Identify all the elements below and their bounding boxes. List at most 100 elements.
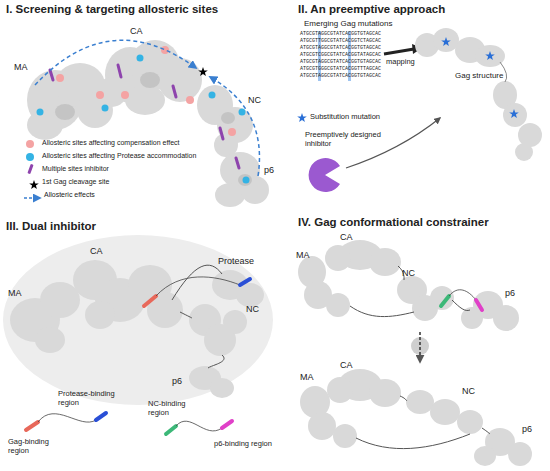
allosteric-site-pink — [186, 96, 194, 104]
panel-title: IV. Gag conformational constrainer — [298, 216, 489, 229]
inhibitor-legend-molecule — [26, 422, 38, 430]
inhibitor-legend-molecule — [38, 414, 96, 422]
constrainer-molecule — [441, 290, 482, 310]
inhibitor-bar — [220, 128, 223, 139]
domain-label: NC — [248, 95, 261, 105]
allosteric-arrow — [35, 40, 259, 176]
domain-label: p6 — [522, 424, 532, 434]
substitution-star — [441, 37, 451, 46]
structure-label: Gag structure — [455, 71, 503, 80]
panel-title: III. Dual inhibitor — [6, 220, 96, 233]
protein-link — [350, 306, 414, 317]
protein-surface — [369, 248, 401, 276]
region-label: NC-binding region — [148, 400, 208, 417]
protein-shading — [140, 72, 160, 88]
legend-text: Substitution mutation — [310, 113, 380, 122]
arrow-label: mapping — [386, 58, 415, 67]
constrainer-molecule — [476, 300, 482, 310]
protein-link — [452, 300, 470, 311]
domain-label: CA — [130, 26, 143, 36]
legend-symbol — [24, 113, 307, 198]
protein-link — [350, 266, 470, 317]
protein-link — [356, 396, 490, 449]
dual-inhibitor — [144, 296, 156, 306]
sequence-heading: Emerging Gag mutations — [304, 19, 393, 28]
inhibitor-shape — [309, 158, 340, 192]
protein-surface — [493, 305, 519, 331]
allosteric-site-blue — [37, 109, 44, 116]
substitution-star — [485, 51, 495, 60]
inhibitor-shape — [309, 158, 340, 192]
protein-shading — [55, 104, 75, 120]
design-arrow — [346, 118, 440, 168]
dual-inhibitor — [240, 279, 250, 285]
domain-label: MA — [296, 250, 310, 260]
constrainer-molecule — [449, 290, 476, 300]
inhibitor-legend-molecule — [176, 421, 222, 431]
domain-label: MA — [8, 288, 22, 298]
legend-text: Allosteric effects — [44, 191, 95, 199]
legend-swatch — [26, 140, 34, 148]
dual-inhibitor — [144, 277, 250, 306]
domain-label: Protease — [218, 256, 254, 266]
dual-inhibitor — [156, 277, 240, 296]
protein-surface — [430, 399, 460, 425]
inhibitor-bar — [118, 65, 121, 77]
protein-surface — [406, 390, 434, 414]
cleavage-site-star — [198, 67, 208, 76]
protein-surface — [326, 293, 350, 317]
legend-swatch — [27, 164, 33, 174]
allosteric-site-blue — [209, 92, 216, 99]
protein-surface — [433, 28, 459, 52]
protein-link — [172, 265, 222, 300]
protein-surface — [415, 28, 542, 161]
allosteric-site-pink — [228, 128, 236, 136]
binding-halo — [3, 235, 273, 405]
protein-surface — [308, 412, 336, 440]
protein-surface — [333, 424, 357, 448]
sequence-text: ATGCGTAGGCGTATCACGGTGTAGCAC — [300, 60, 381, 66]
protein-surface — [300, 369, 532, 466]
allosteric-site-pink — [121, 91, 129, 99]
substitution-star — [509, 109, 519, 118]
panel-title: II. An preemptive approach — [298, 3, 445, 16]
allosteric-site-pink — [96, 91, 104, 99]
protein-surface — [369, 379, 401, 407]
sequence-text: ATGCGTTGGCGTATCACGGTCTAGCAC — [300, 39, 381, 45]
sequence-text: ATGCGTCGGCGTATCACGGTATAGCAC — [300, 53, 381, 59]
protein-surface — [475, 45, 505, 67]
domain-label: CA — [90, 246, 103, 256]
protein-surface — [210, 378, 234, 398]
protein-surface — [325, 245, 351, 271]
protein-link — [400, 396, 407, 401]
protein-surface — [10, 260, 264, 398]
protein-link — [208, 355, 224, 368]
protein-surface — [503, 103, 527, 127]
legend-text: Multiple sites inhibitor — [42, 165, 109, 173]
protein-surface — [298, 240, 519, 331]
protein-surface — [508, 442, 532, 466]
inhibitor-bar — [236, 158, 239, 168]
allosteric-site-pink — [56, 46, 236, 136]
allosteric-site-blue — [102, 105, 109, 112]
allosteric-site-blue — [37, 55, 250, 184]
protein-surface — [515, 143, 533, 161]
transition-arrow — [411, 332, 429, 362]
allosteric-site-blue — [239, 109, 246, 116]
domain-label: p6 — [172, 376, 182, 386]
sequence-text: ATGCGTGGGCGTATCACGGTTTAGCAC — [300, 67, 381, 73]
legend-text: Allosteric sites affecting Protease acco… — [42, 152, 196, 160]
protein-surface — [27, 40, 269, 207]
domain-label: MA — [300, 372, 314, 382]
inhibitor-legend-molecule — [166, 426, 176, 434]
domain-label: NC — [462, 386, 475, 396]
inhibitor-label: Preemptively designed inhibitor — [305, 131, 393, 148]
allosteric-site-blue — [243, 177, 250, 184]
protein-surface — [125, 85, 165, 115]
allosteric-site-blue — [137, 55, 144, 62]
legend-symbol — [29, 180, 39, 189]
legend-text: Allosteric sites affecting compensation … — [42, 139, 179, 147]
domain-label: NC — [402, 268, 415, 278]
